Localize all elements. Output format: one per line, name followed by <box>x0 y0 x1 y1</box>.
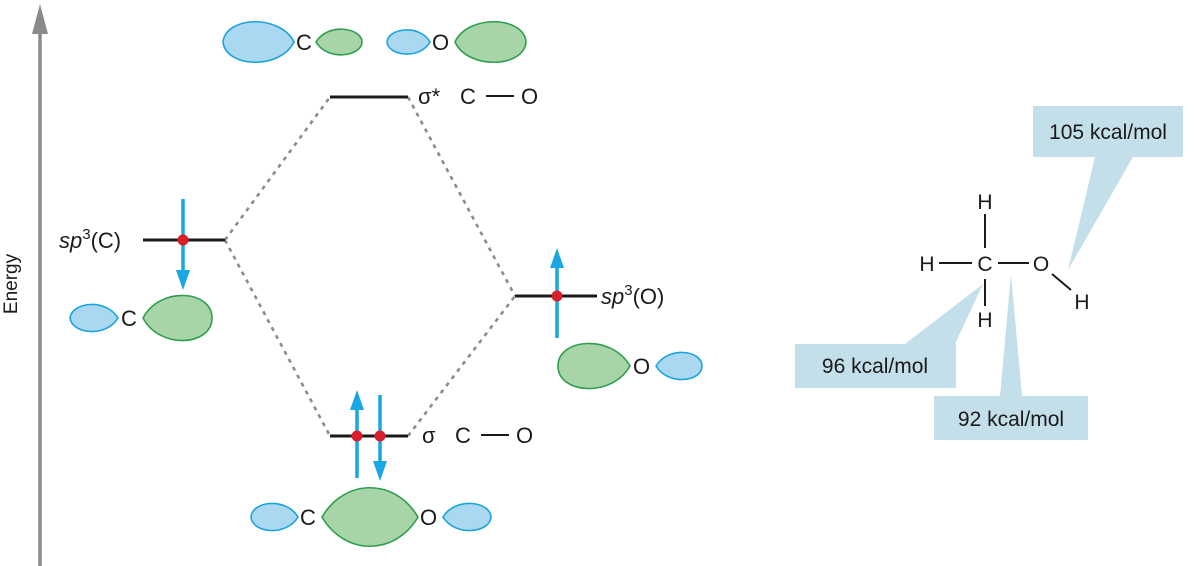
callout-co-bond: 92 kcal/mol <box>934 274 1088 440</box>
sp3-o-electron <box>550 248 564 338</box>
sp3-o-label: sp3(O) <box>601 282 664 309</box>
energy-axis-arrowhead <box>32 4 48 34</box>
svg-text:C: C <box>121 306 137 331</box>
svg-text:O: O <box>432 30 449 55</box>
atom-h-oh: H <box>1074 291 1089 314</box>
svg-text:O: O <box>516 423 533 448</box>
sigma-electron-down <box>373 395 387 481</box>
sp3-o-orbital: O <box>557 342 703 390</box>
antibonding-c-orbital: C <box>222 21 363 63</box>
sigma-label: σ <box>422 423 436 448</box>
energy-axis-label: Energy <box>1 253 22 314</box>
svg-text:C: C <box>300 505 316 530</box>
bonding-orbital: C O <box>250 486 492 548</box>
sp3-c-electron <box>176 199 190 290</box>
antibonding-o-orbital: O <box>386 21 527 63</box>
atom-c: C <box>977 253 992 276</box>
atom-h-bottom: H <box>977 309 992 332</box>
atom-h-left: H <box>919 253 934 276</box>
sigma-star-bond: C O <box>460 84 538 109</box>
sigma-star-label: σ* <box>418 84 441 109</box>
atom-o: O <box>1033 253 1049 276</box>
svg-text:C: C <box>296 30 312 55</box>
callout-ch-bond: 96 kcal/mol <box>795 284 983 388</box>
svg-text:92 kcal/mol: 92 kcal/mol <box>958 408 1064 431</box>
methanol-structure: C O H H H H <box>919 191 1089 332</box>
sigma-electron-up <box>350 390 364 478</box>
sp3-c-orbital: C <box>69 294 213 342</box>
callout-oh-bond: 105 kcal/mol <box>1033 106 1183 270</box>
svg-text:105 kcal/mol: 105 kcal/mol <box>1049 121 1167 144</box>
svg-text:C: C <box>460 84 476 109</box>
svg-text:O: O <box>420 505 437 530</box>
svg-text:C: C <box>455 423 471 448</box>
svg-text:O: O <box>633 354 650 379</box>
sp3-c-label: sp3(C) <box>59 226 121 253</box>
atom-h-top: H <box>977 191 992 214</box>
energy-axis <box>32 4 48 566</box>
sigma-bond: C O <box>455 423 533 448</box>
correlation-lines <box>223 96 517 437</box>
svg-text:O: O <box>521 84 538 109</box>
svg-text:96 kcal/mol: 96 kcal/mol <box>822 355 928 378</box>
